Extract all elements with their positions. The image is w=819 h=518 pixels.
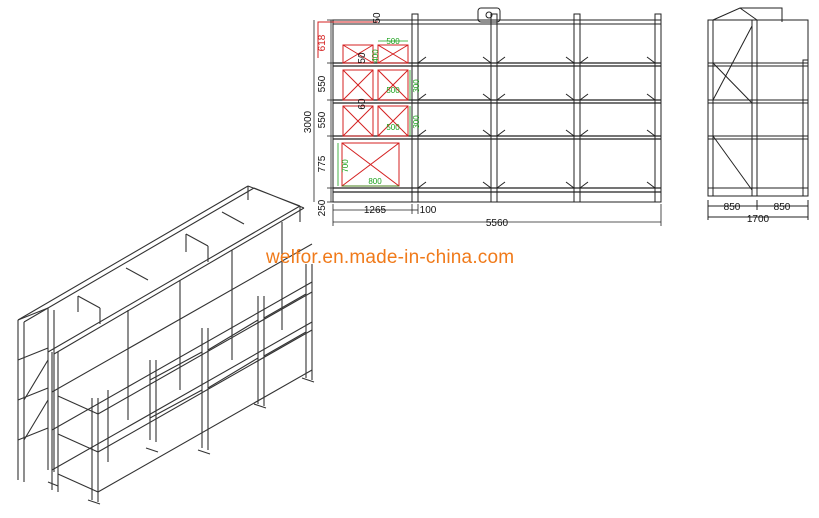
hoist-icon <box>477 7 501 23</box>
height-dimension <box>313 19 335 203</box>
side-total-depth: 1700 <box>747 214 770 225</box>
upright <box>490 13 498 203</box>
dim-green-800: 800 <box>368 177 382 186</box>
dim-top-gap: 50 <box>372 12 383 24</box>
side-frame <box>707 19 809 197</box>
dim-inner-50: 50 <box>357 52 368 64</box>
mold-boxes <box>317 21 409 187</box>
dim-level-775: 775 <box>317 155 328 172</box>
dim-green-500-a: 500 <box>386 86 400 95</box>
dim-green-300-a: 300 <box>412 79 421 93</box>
dim-inner-60: 60 <box>357 98 368 110</box>
isometric-rack <box>17 185 315 505</box>
side-view <box>707 7 809 220</box>
dim-green-700: 700 <box>341 159 350 173</box>
side-depth-left: 850 <box>724 202 741 213</box>
dim-red-top: 618 <box>317 34 328 51</box>
dim-total-height: 3000 <box>303 110 314 133</box>
dim-green-300-b: 300 <box>412 115 421 129</box>
dim-base-250: 250 <box>317 199 328 216</box>
dim-total-width: 5560 <box>486 218 509 229</box>
dim-level-550-b: 550 <box>317 111 328 128</box>
upright <box>654 13 662 203</box>
dim-green-500-b: 500 <box>386 123 400 132</box>
green-dimension-lines <box>337 40 411 187</box>
dim-bay-width: 1265 <box>364 205 387 216</box>
dim-level-550-a: 550 <box>317 75 328 92</box>
dim-upright: 100 <box>420 205 437 216</box>
dim-green-500-top: 500 <box>386 37 400 46</box>
upright <box>573 13 581 203</box>
dim-green-400: 400 <box>371 49 380 63</box>
upright <box>411 13 419 203</box>
width-dimension <box>332 204 662 226</box>
side-depth-right: 850 <box>774 202 791 213</box>
watermark-text: welfor.en.made-in-china.com <box>266 247 515 268</box>
